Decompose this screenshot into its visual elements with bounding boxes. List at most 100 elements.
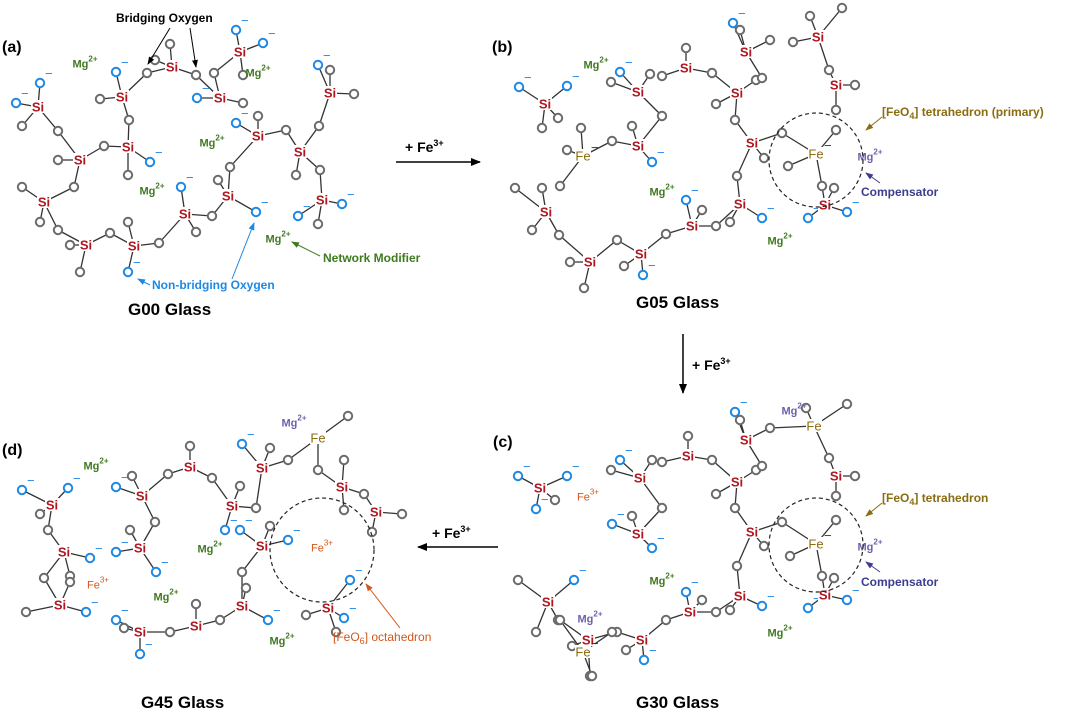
- silicon-backdrop: [255, 539, 269, 552]
- silicon-atom: Si: [316, 193, 328, 208]
- negative-charge: −: [21, 86, 29, 101]
- silicon-atom: Si: [134, 625, 146, 640]
- pointer-bridging-1: [147, 27, 171, 65]
- silicon-backdrop: [685, 219, 699, 232]
- non-bridging-oxygen: [262, 614, 274, 626]
- iron-atom-tetrahedral: Fe: [806, 419, 821, 434]
- negative-charge: −: [625, 55, 633, 70]
- bridging-oxygen: [396, 508, 408, 520]
- silicon-backdrop: [213, 91, 227, 104]
- bridging-oxygen: [208, 67, 220, 79]
- negative-charge: −: [230, 513, 238, 528]
- negative-charge: −: [73, 471, 81, 486]
- magnesium-modifier: Mg2+: [245, 64, 270, 80]
- bridging-oxygen: [606, 135, 618, 147]
- silicon-atom: Si: [635, 247, 647, 262]
- bridging-oxygen: [696, 204, 708, 216]
- pointer-compensator-b: [865, 172, 881, 184]
- bridging-oxygen: [126, 470, 138, 482]
- non-bridging-oxygen: [16, 484, 28, 496]
- negative-charge: −: [186, 170, 194, 185]
- magnesium-modifier: Mg2+: [153, 588, 178, 604]
- bridging-oxygen: [828, 182, 840, 194]
- silicon-backdrop: [634, 247, 648, 260]
- iron-backdrop: [310, 431, 326, 444]
- feo4-circle-b: [768, 112, 864, 208]
- bridging-oxygen: [164, 626, 176, 638]
- pointer-nbo-2: [231, 222, 255, 280]
- bridging-oxygen: [526, 224, 538, 236]
- negative-charge: −: [245, 513, 253, 528]
- magnesium-modifier: Mg2+: [197, 540, 222, 556]
- bridging-oxygen: [620, 644, 632, 656]
- label-feo4-c: [FeO4] tetrahedron: [882, 491, 988, 507]
- silicon-atom: Si: [582, 633, 594, 648]
- bridging-oxygen: [554, 180, 566, 192]
- silicon-backdrop: [369, 505, 383, 518]
- bridging-oxygen: [94, 93, 106, 105]
- bridging-oxygen: [830, 514, 842, 526]
- bridging-oxygen: [190, 69, 202, 81]
- non-bridging-oxygen: [646, 156, 658, 168]
- magnesium-compensator: Mg2+: [857, 538, 882, 554]
- non-bridging-oxygen: [80, 606, 92, 618]
- negative-charge: −: [541, 492, 549, 507]
- non-bridging-oxygen: [344, 574, 356, 586]
- non-bridging-oxygen: [144, 156, 156, 168]
- silicon-backdrop: [581, 633, 595, 646]
- pointer-feo6: [365, 583, 401, 629]
- bridging-oxygen: [626, 120, 638, 132]
- bridging-oxygen: [656, 456, 668, 468]
- magnesium-compensator: Mg2+: [281, 414, 306, 430]
- silicon-backdrop: [335, 480, 349, 493]
- bridging-oxygen: [237, 97, 249, 109]
- silicon-backdrop: [745, 525, 759, 538]
- negative-charge: −: [155, 145, 163, 160]
- silicon-backdrop: [730, 475, 744, 488]
- bridging-oxygen: [706, 454, 718, 466]
- negative-charge: −: [349, 601, 357, 616]
- bridging-oxygen: [564, 256, 576, 268]
- magnesium-modifier: Mg2+: [767, 232, 792, 248]
- silicon-atom: Si: [256, 539, 268, 554]
- bridging-oxygen: [656, 110, 668, 122]
- bridging-oxygen: [710, 488, 722, 500]
- negative-charge: −: [323, 48, 331, 63]
- silicon-backdrop: [323, 86, 337, 99]
- magnesium-modifier: Mg2+: [269, 632, 294, 648]
- negative-charge: −: [657, 145, 665, 160]
- iron-atom-tetrahedral: Fe: [575, 645, 590, 660]
- non-bridging-oxygen: [230, 24, 242, 36]
- silicon-atom: Si: [294, 145, 306, 160]
- silicon-backdrop: [733, 589, 747, 602]
- silicon-atom: Si: [534, 481, 546, 496]
- non-bridging-oxygen: [175, 181, 187, 193]
- silicon-atom: Si: [634, 471, 646, 486]
- magnesium-compensator: Mg2+: [857, 148, 882, 164]
- silicon-atom: Si: [256, 461, 268, 476]
- negative-charge: −: [91, 595, 99, 610]
- silicon-backdrop: [133, 541, 147, 554]
- silicon-atom: Si: [819, 588, 831, 603]
- silicon-atom: Si: [324, 86, 336, 101]
- bridging-oxygen: [776, 127, 788, 139]
- bridging-oxygen: [149, 516, 161, 528]
- bridging-oxygen: [118, 622, 130, 634]
- bridging-oxygen: [123, 114, 135, 126]
- bridging-oxygen: [206, 472, 218, 484]
- silicon-atom: Si: [128, 239, 140, 254]
- bridging-oxygen: [64, 576, 76, 588]
- bridging-oxygen: [606, 626, 618, 638]
- bridging-oxygen: [366, 526, 378, 538]
- bridging-oxygen: [164, 38, 176, 50]
- non-bridging-oxygen: [638, 654, 650, 666]
- negative-charge: −: [572, 459, 580, 474]
- non-bridging-oxygen: [756, 212, 768, 224]
- bridging-oxygen: [312, 464, 324, 476]
- non-bridging-oxygen: [110, 66, 122, 78]
- silicon-atom: Si: [134, 541, 146, 556]
- bridging-oxygen: [153, 237, 165, 249]
- silicon-backdrop: [251, 129, 265, 142]
- iron-backdrop: [808, 147, 824, 160]
- bridging-oxygen: [706, 67, 718, 79]
